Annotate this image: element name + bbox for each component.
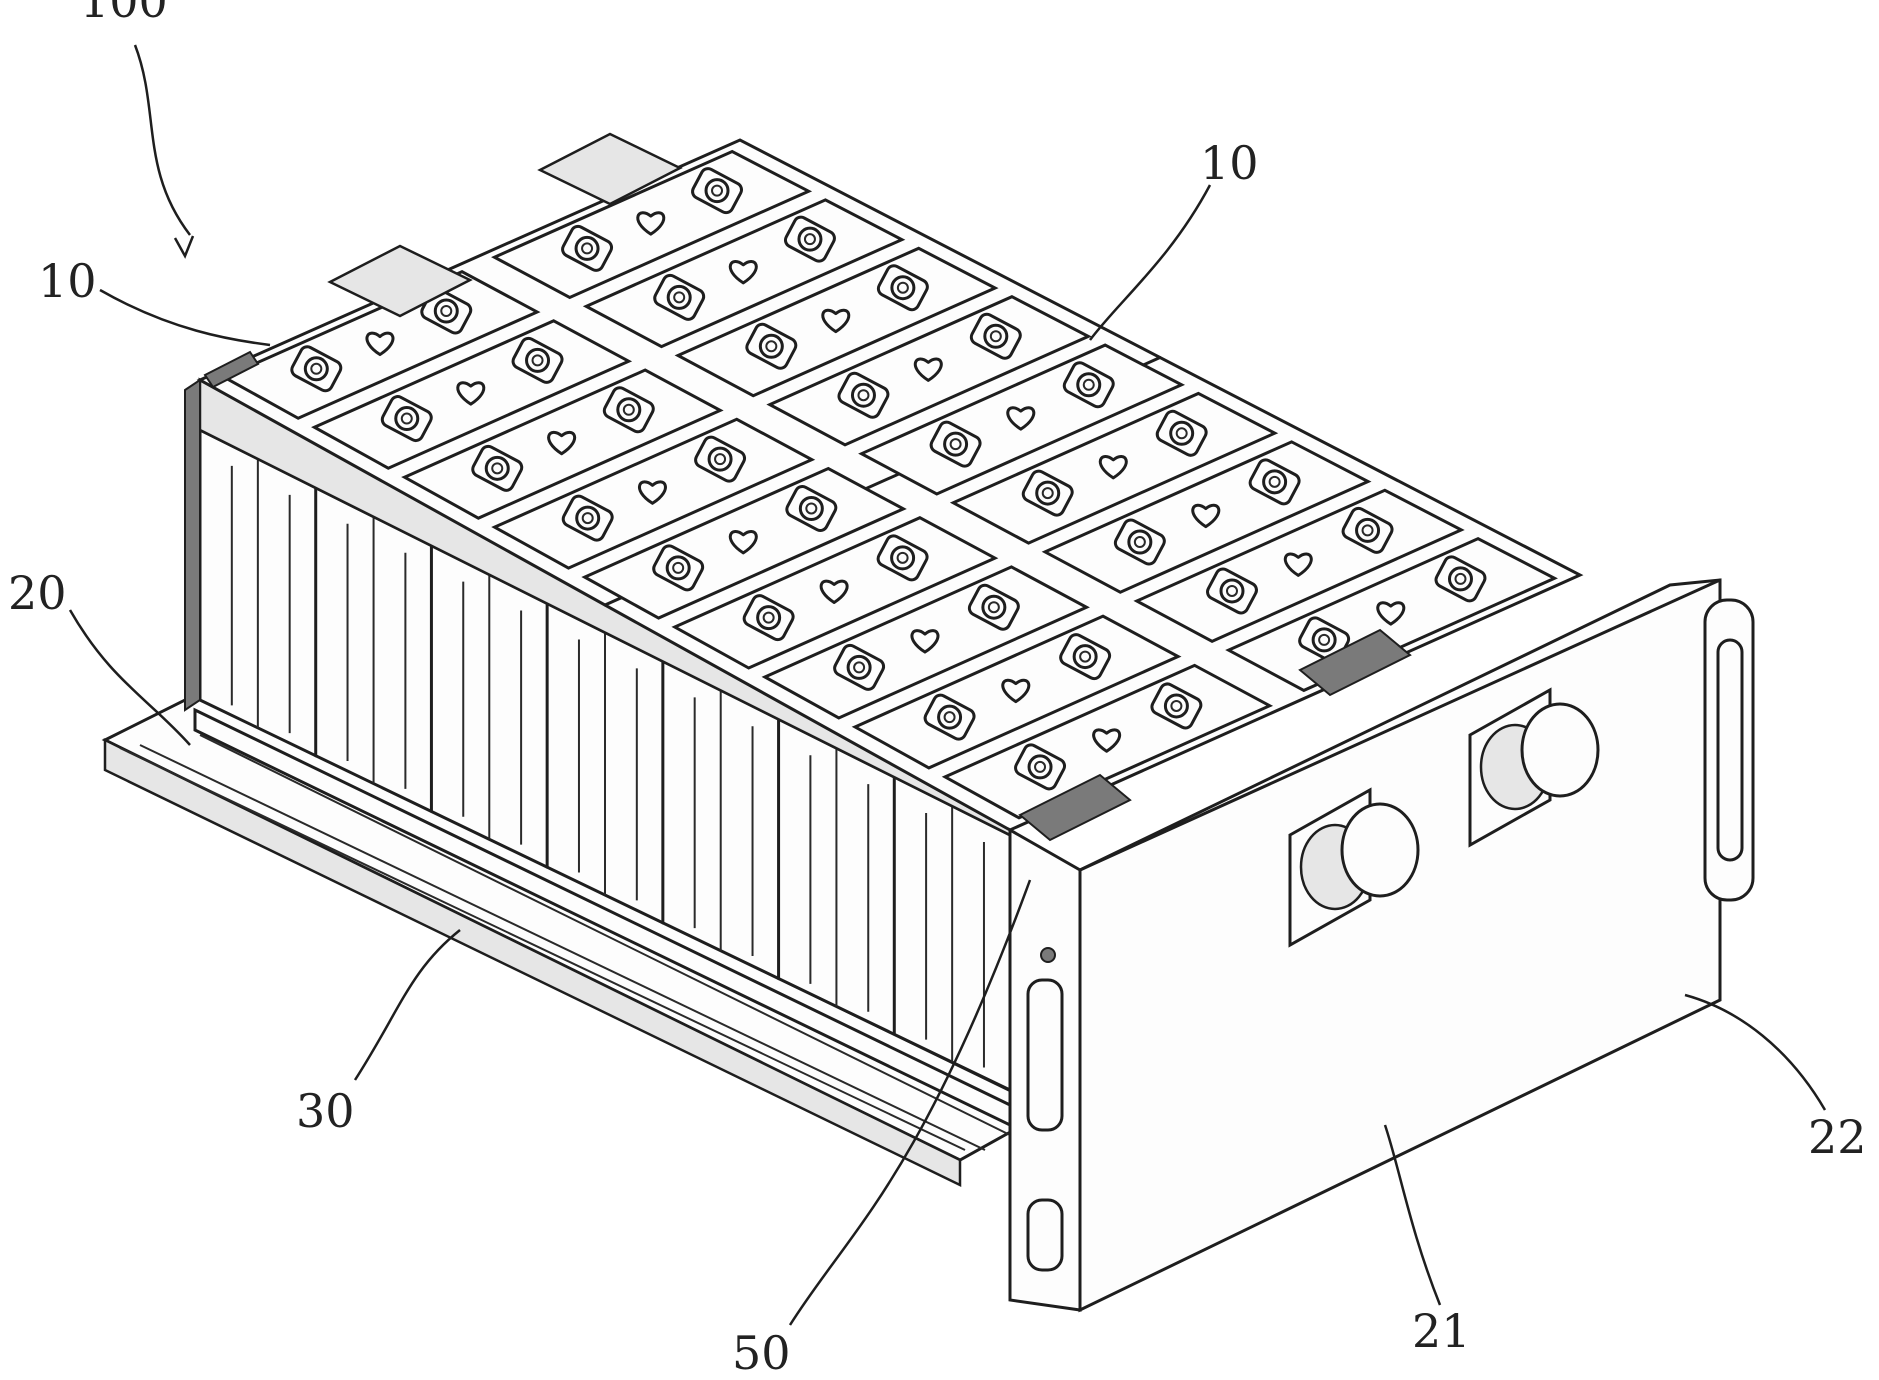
arrowhead-100 (175, 236, 193, 256)
leader-10-right (1090, 185, 1210, 340)
flange-screw (1041, 948, 1055, 962)
leader-10-left (100, 290, 270, 345)
leader-22 (1685, 995, 1825, 1110)
stack-left-endcap (185, 380, 200, 710)
label-corner-22: 22 (1808, 1114, 1867, 1160)
leader-20 (70, 610, 190, 745)
label-module-10-right: 10 (1200, 140, 1259, 186)
label-module-10-left: 10 (38, 258, 97, 304)
leader-100 (135, 45, 190, 235)
label-tray-20: 20 (8, 570, 67, 616)
label-end-plate-50: 50 (732, 1330, 791, 1376)
connector-cap (1522, 704, 1598, 796)
connector-cap (1342, 804, 1418, 896)
label-side-21: 21 (1412, 1308, 1471, 1354)
label-assembly-100: 100 (80, 0, 168, 24)
leader-30 (355, 930, 460, 1080)
leader-21 (1385, 1125, 1440, 1305)
handle-outer (1705, 600, 1753, 900)
label-rail-30: 30 (296, 1088, 355, 1134)
